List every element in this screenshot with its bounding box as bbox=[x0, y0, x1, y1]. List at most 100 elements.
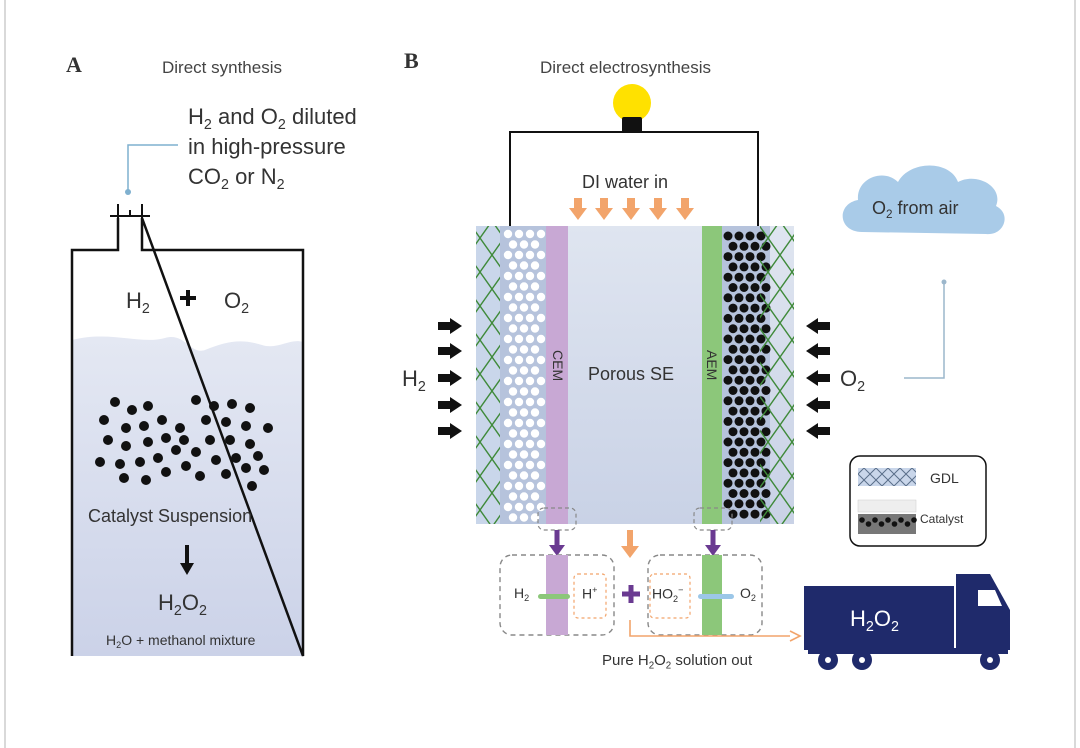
catalyst-particle bbox=[141, 475, 151, 485]
cem-label: CEM bbox=[550, 350, 566, 382]
white-particle bbox=[508, 240, 518, 249]
white-particle bbox=[508, 492, 518, 501]
catalyst-particle bbox=[231, 453, 241, 463]
catalyst-particle bbox=[201, 415, 211, 425]
purple-arrow-right bbox=[705, 545, 721, 556]
gas-pointer-dot bbox=[125, 189, 131, 195]
black-particle bbox=[734, 478, 744, 488]
catalyst-particle bbox=[211, 455, 221, 465]
black-particle bbox=[734, 313, 744, 323]
panel-b bbox=[438, 84, 1010, 670]
white-particle bbox=[536, 250, 546, 260]
catalyst-particle bbox=[175, 423, 185, 433]
catalyst-particle bbox=[119, 473, 129, 483]
black-particle bbox=[745, 458, 755, 468]
black-particle bbox=[734, 499, 744, 509]
black-particle bbox=[739, 406, 749, 416]
aem-membrane bbox=[702, 226, 722, 524]
black-particle bbox=[728, 468, 738, 478]
white-particle bbox=[503, 397, 513, 407]
white-particle bbox=[519, 282, 529, 291]
liquid-suspension bbox=[72, 336, 303, 656]
legend-dot bbox=[878, 521, 885, 527]
gas-description-line3: CO2 or N2 bbox=[188, 164, 285, 193]
catalyst-particle bbox=[95, 457, 105, 467]
white-particle bbox=[536, 271, 546, 281]
white-particle bbox=[536, 397, 546, 407]
black-particle bbox=[750, 509, 760, 519]
water-arrow-icon bbox=[595, 198, 613, 220]
white-particle bbox=[525, 397, 535, 407]
catalyst-particle bbox=[143, 437, 153, 447]
catalyst-particle bbox=[179, 435, 189, 445]
black-particle bbox=[750, 447, 760, 457]
catalyst-particle bbox=[181, 461, 191, 471]
white-particle bbox=[525, 313, 535, 323]
white-particle bbox=[514, 271, 524, 281]
reactor-vessel bbox=[70, 217, 305, 657]
catalyst-particle bbox=[121, 441, 131, 451]
black-particle bbox=[734, 293, 744, 303]
catalyst-particle bbox=[157, 415, 167, 425]
catalyst-suspension-label: Catalyst Suspension bbox=[88, 506, 253, 526]
black-particle bbox=[723, 396, 733, 406]
catalyst-particle bbox=[259, 465, 269, 475]
catalyst-particle bbox=[191, 395, 201, 405]
black-particle bbox=[728, 509, 738, 519]
white-particle bbox=[508, 282, 518, 291]
white-particle bbox=[503, 355, 513, 365]
legend-dot bbox=[872, 517, 878, 523]
white-particle bbox=[508, 387, 518, 396]
white-particle bbox=[525, 229, 535, 239]
black-particle bbox=[739, 324, 749, 334]
black-particle bbox=[734, 355, 744, 365]
h2o2-product-label: H2O2 bbox=[158, 590, 207, 619]
black-particle bbox=[723, 375, 733, 385]
truck-icon bbox=[804, 574, 1010, 670]
purple-plus-icon bbox=[622, 585, 640, 603]
inlet-valve bbox=[110, 204, 150, 228]
black-particle bbox=[739, 509, 749, 519]
black-particle bbox=[745, 416, 755, 426]
black-particle bbox=[734, 272, 744, 282]
cem-membrane bbox=[546, 226, 568, 524]
black-particle bbox=[745, 375, 755, 385]
white-particle bbox=[503, 250, 513, 260]
h2-feed-label: H2 bbox=[402, 366, 426, 395]
water-in-arrows bbox=[569, 198, 694, 220]
white-particle bbox=[514, 397, 524, 407]
right-frame-border bbox=[1074, 0, 1076, 748]
black-particle bbox=[734, 437, 744, 447]
white-particle bbox=[530, 345, 540, 354]
catalyst-particle bbox=[191, 447, 201, 457]
white-particle bbox=[519, 261, 529, 270]
black-particle bbox=[750, 324, 760, 334]
white-particle bbox=[519, 303, 529, 312]
white-particle bbox=[508, 471, 518, 480]
catalyst-particle bbox=[103, 435, 113, 445]
black-particle bbox=[750, 283, 760, 292]
white-particle bbox=[508, 324, 518, 333]
legend-dot bbox=[885, 517, 891, 523]
arrow-right-icon bbox=[438, 370, 462, 386]
white-particle bbox=[514, 502, 524, 512]
white-particle bbox=[519, 429, 529, 438]
catalyst-particle bbox=[161, 467, 171, 477]
black-particle bbox=[734, 252, 744, 262]
black-particle bbox=[745, 478, 755, 488]
reaction-hplus-label: H+ bbox=[582, 585, 598, 602]
white-particle bbox=[536, 481, 546, 491]
panel-a-letter: A bbox=[66, 52, 82, 77]
arrow-left-icon bbox=[806, 318, 830, 334]
water-arrow-icon bbox=[649, 198, 667, 220]
plus-icon bbox=[180, 290, 196, 306]
catalyst-particle bbox=[195, 471, 205, 481]
white-particle bbox=[514, 292, 524, 302]
black-particle bbox=[728, 344, 738, 354]
left-frame-border bbox=[4, 0, 6, 748]
black-particle bbox=[723, 252, 733, 262]
black-particle bbox=[745, 499, 755, 509]
white-particle bbox=[503, 481, 513, 491]
catalyst-particle bbox=[209, 401, 219, 411]
gas-pointer-line bbox=[127, 144, 178, 192]
